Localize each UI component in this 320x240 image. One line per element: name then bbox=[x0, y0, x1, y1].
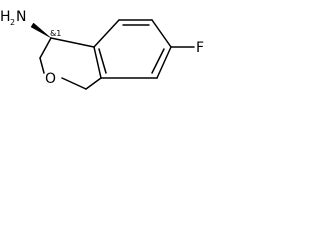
double-bond-c8a-c4a bbox=[98, 48, 107, 74]
molecule-structure: H 2 N &1 O F bbox=[0, 9, 204, 90]
fluorine-label: F bbox=[196, 40, 204, 56]
stereo-annotation-label: &1 bbox=[50, 29, 61, 38]
structure-canvas: H 2 N &1 O F bbox=[0, 0, 210, 121]
bond-c6-c7 bbox=[151, 19, 172, 48]
bond-c4-c3 bbox=[39, 37, 52, 59]
bond-c1-c8a bbox=[85, 77, 102, 90]
bond-c8a-c4a bbox=[93, 46, 102, 79]
bond-c4a-c5 bbox=[93, 19, 120, 48]
bond-c4a-c4 bbox=[50, 37, 95, 48]
nh2-label-n: N bbox=[16, 9, 26, 25]
nh2-label-h: H bbox=[0, 9, 11, 25]
bond-c7-c8 bbox=[156, 46, 172, 79]
stereo-wedge-bond bbox=[30, 22, 52, 39]
bond-o-c1 bbox=[61, 77, 87, 90]
oxygen-label: O bbox=[45, 71, 56, 87]
bond-c3-o bbox=[39, 57, 45, 74]
double-bond-c7-c8 bbox=[151, 48, 165, 74]
nh2-label-subscript: 2 bbox=[10, 18, 15, 27]
